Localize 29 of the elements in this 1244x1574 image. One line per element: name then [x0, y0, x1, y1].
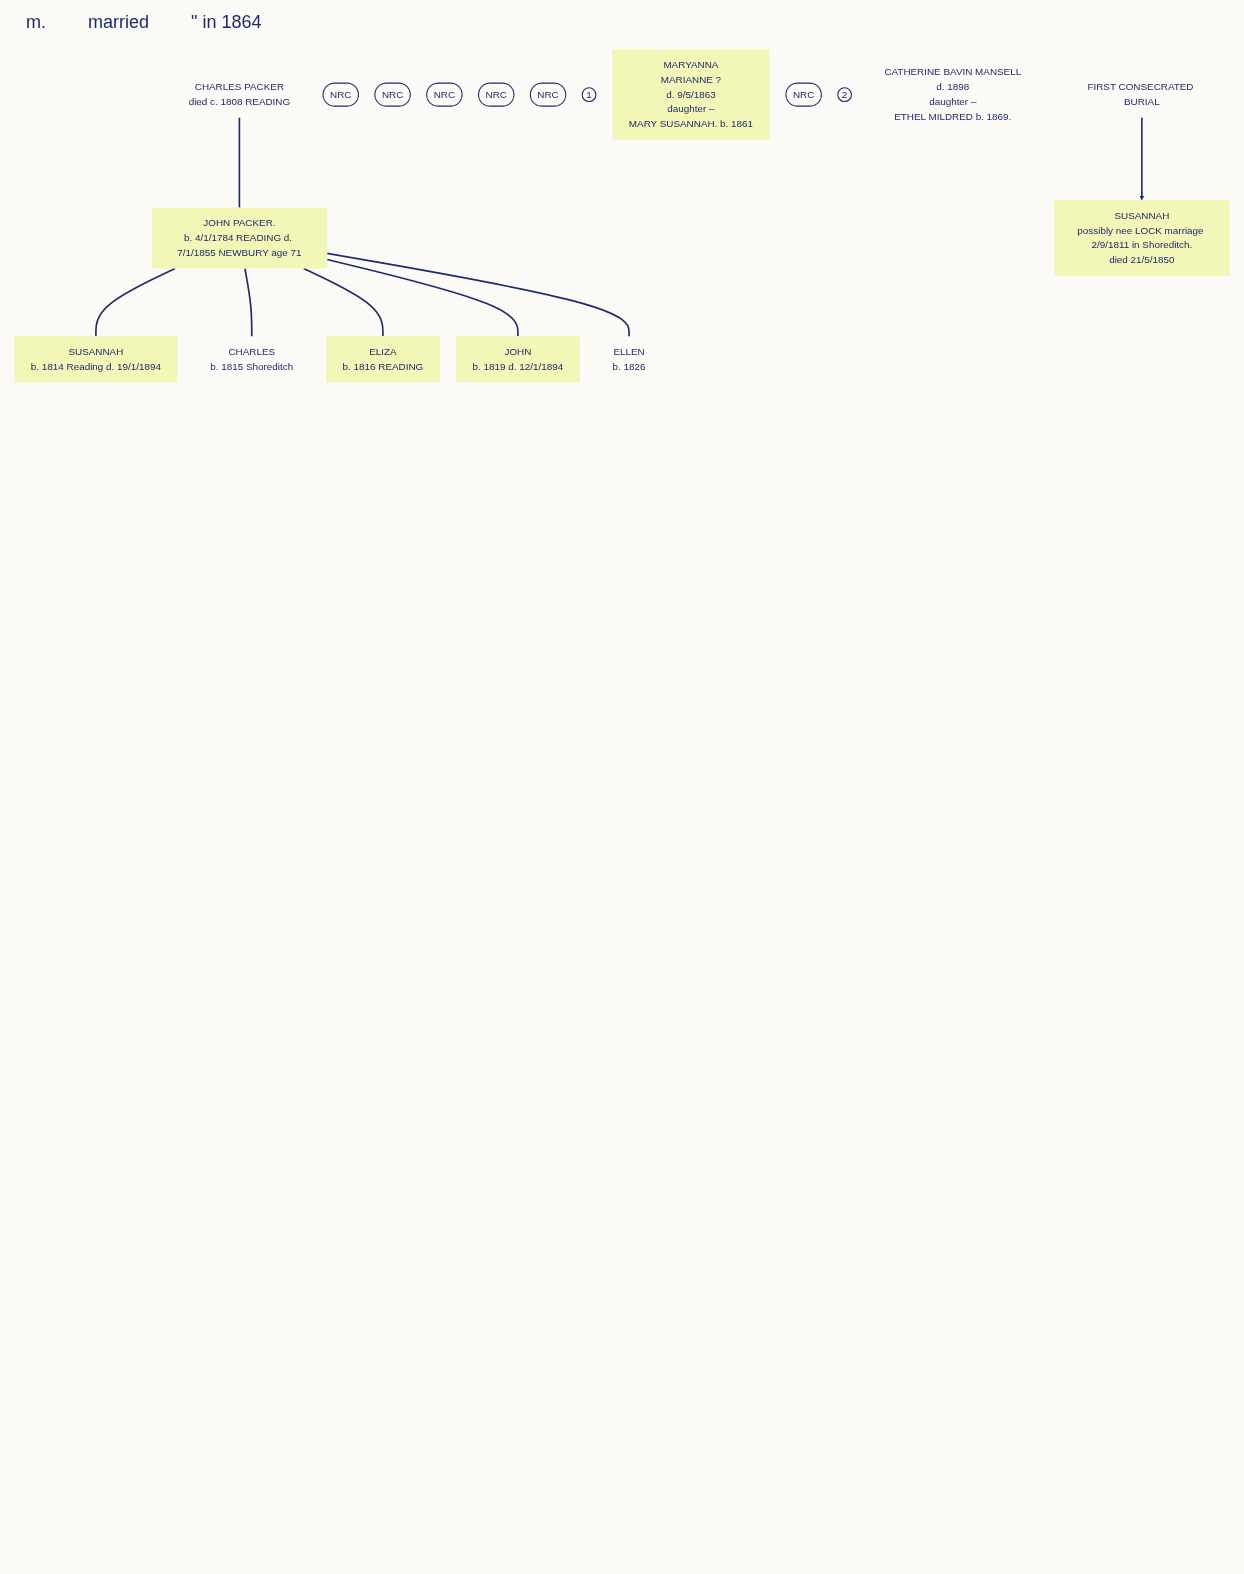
node-box: JOHN PACKER. b. 4/1/1784 READING d. 7/1/1855 NEWBURY age 71: [151, 207, 328, 269]
node-circle: 2: [837, 87, 853, 103]
node-text: CHARLES PACKER died c. 1808 READING: [188, 81, 291, 108]
connector: [238, 116, 241, 209]
node-box: MARYANNA MARIANNE ? d. 9/5/1863 daughter – MARY SUSANNAH. b. 1861: [612, 49, 770, 140]
arrow: [1139, 116, 1145, 201]
node-text: NRC: [433, 88, 456, 100]
note-text: " in 1864: [190, 11, 263, 34]
connector: [244, 267, 253, 338]
node-text: NRC: [330, 88, 352, 100]
node-text: ELLEN b. 1826: [612, 346, 646, 372]
connector: [302, 267, 384, 338]
connector: [326, 258, 519, 338]
node-circle: 1: [581, 87, 597, 103]
node-box: ELIZA b. 1816 READING: [326, 336, 440, 383]
node-box: JOHN b. 1819 d. 12/1/1894: [456, 336, 580, 383]
node-box: SUSANNAH possibly nee LOCK marriage 2/9/1811 in Shoreditch. died 21/5/1850: [1054, 200, 1230, 276]
node-text: NRC: [792, 88, 815, 100]
note-text: married: [87, 11, 150, 34]
node-text: NRC: [485, 88, 507, 100]
node-box: SUSANNAH b. 1814 Reading d. 19/1/1894: [14, 336, 178, 383]
connector: [95, 267, 176, 338]
node-text: NRC: [537, 88, 559, 100]
node-text: NRC: [381, 88, 404, 100]
node-text: FIRST CONSECRATED BURIAL: [1087, 81, 1194, 108]
connector: [326, 252, 630, 338]
node-text: CATHERINE BAVIN MANSELL d. 1898 daughter – ETHEL MILDRED b. 1869.: [884, 66, 1022, 123]
note-text: m.: [25, 11, 47, 34]
node-text: CHARLES b. 1815 Shoreditch: [210, 346, 294, 372]
